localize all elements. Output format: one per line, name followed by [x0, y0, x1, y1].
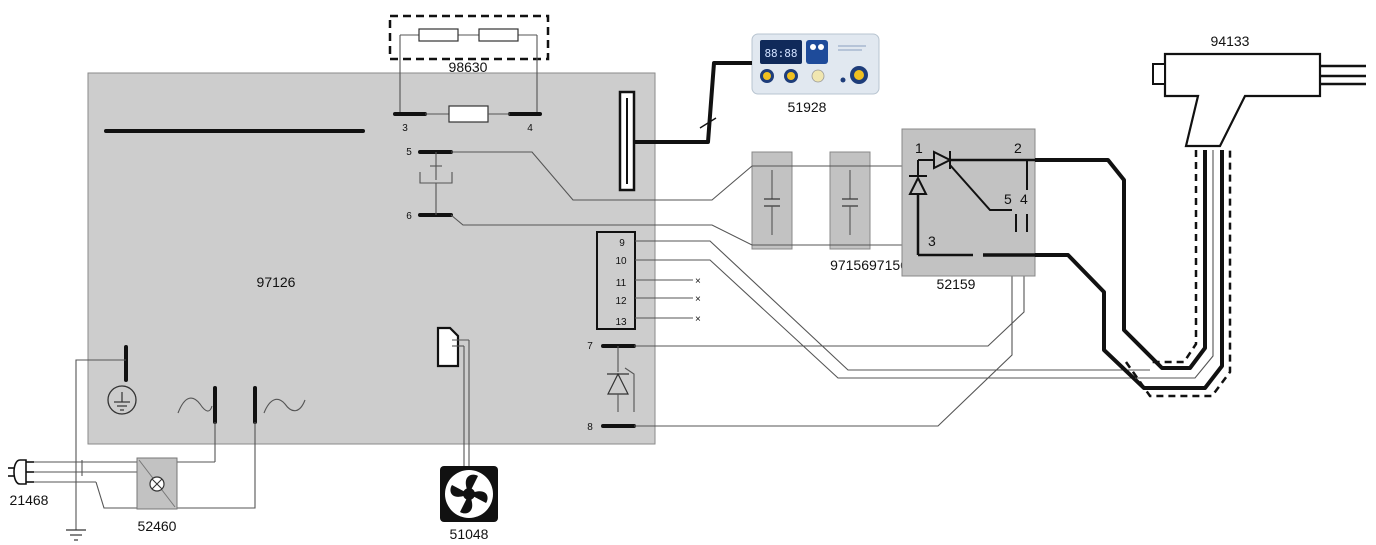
resistor-block-label: 98630 [449, 59, 488, 75]
switch-label: 52460 [138, 518, 177, 534]
display-readout: 88:88 [764, 47, 797, 60]
mid-modules: 9715697156 [751, 151, 908, 273]
svg-text:×: × [695, 276, 701, 287]
display-panel[interactable]: 88:88 51928 [751, 33, 880, 115]
fan-icon [445, 470, 493, 518]
ac-terminals [177, 386, 306, 424]
pin-7-8-diode: 7 8 [587, 341, 636, 433]
relay-module: 1 2 3 4 5 52159 [901, 128, 1036, 292]
pin-4-label: 4 [527, 123, 533, 134]
mains-wiring [34, 359, 256, 541]
pin-12-label: 12 [615, 296, 627, 307]
pin-5-6-contact: 5 6 [406, 147, 453, 222]
resistor-block: 98630 [388, 14, 550, 114]
display-cable [634, 61, 752, 144]
pin-7-label: 7 [587, 341, 593, 352]
pin-3-4-resistor: 3 4 [393, 105, 542, 134]
main-board-label: 97126 [257, 274, 296, 290]
main-board: 9 7 12 6 [87, 72, 656, 445]
display-connector [618, 90, 636, 192]
pin-8-label: 8 [587, 422, 593, 433]
plug-icon [8, 459, 34, 485]
pin-3-label: 3 [402, 123, 408, 134]
pin-13-label: 13 [615, 317, 627, 328]
capacitor-left [764, 170, 780, 235]
plug: 21468 [8, 459, 49, 508]
pin-10-label: 10 [615, 256, 627, 267]
capacitor-right [842, 170, 858, 235]
fan-label: 51048 [450, 526, 489, 542]
pin-11-label: 11 [616, 278, 627, 289]
spray-gun: 94133 [1152, 33, 1366, 148]
fan-connector [436, 326, 470, 466]
pin-5-label: 5 [406, 147, 412, 158]
relay-terminal-3: 3 [928, 233, 936, 249]
relay-diode-icon [933, 150, 953, 170]
relay-terminal-1: 1 [915, 140, 923, 156]
ground-icon [114, 392, 130, 411]
ground-terminal [107, 345, 137, 415]
plug-label: 21468 [10, 492, 49, 508]
mid-modules-label: 9715697156 [830, 257, 908, 273]
relay-terminal-5: 5 [1004, 191, 1012, 207]
svg-text:×: × [695, 314, 701, 325]
pin-9-label: 9 [619, 238, 625, 249]
power-switch[interactable]: 52460 [136, 457, 178, 534]
svg-text:×: × [695, 294, 701, 305]
fan: 51048 [440, 466, 498, 542]
pin-6-label: 6 [406, 211, 412, 222]
pin-header: 9 10 11 12 13 × × × [596, 231, 701, 330]
relay-module-label: 52159 [937, 276, 976, 292]
gun-cables [1035, 150, 1232, 398]
signal-wires [450, 151, 1150, 427]
relay-terminal-4: 4 [1020, 191, 1028, 207]
display-panel-label: 51928 [788, 99, 827, 115]
gun-label: 94133 [1211, 33, 1250, 49]
relay-terminal-2: 2 [1014, 140, 1022, 156]
